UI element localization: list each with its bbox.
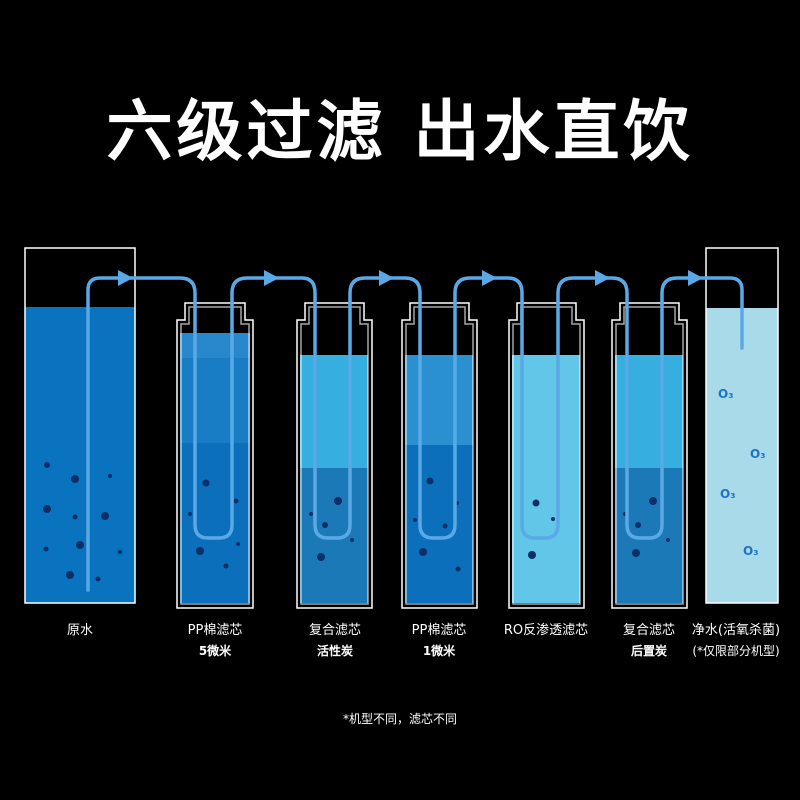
flow-arrows [118,270,703,286]
stage-name: 原水 [66,623,93,638]
stage-label-pure-water: 净水(活氧杀菌) (*仅限部分机型) [672,621,800,661]
stage-label-raw-water: 原水 [15,621,145,641]
stage-label-pp-1um: PP棉滤芯 1微米 [374,621,504,661]
stage-name: RO反渗透滤芯 [503,623,589,638]
filter-pp-5um [180,333,250,603]
filter-post-carbon [615,355,683,603]
filter-housings [176,302,688,609]
stage-sub: 后置炭 [630,644,667,658]
water-pipes [86,276,744,592]
stage-name: PP棉滤芯 [411,623,467,638]
impurity-dots [43,462,122,582]
ozone-label: O₃ [720,487,735,501]
pure-water-tank [705,247,779,604]
stage-name: 复合滤芯 [622,623,675,638]
ozone-label: O₃ [743,544,758,558]
stage-name: 复合滤芯 [308,623,361,638]
ozone-labels: O₃ O₃ O₃ O₃ [718,387,765,558]
stage-label-ro: RO反渗透滤芯 [481,621,611,641]
stage-sub: 活性炭 [316,644,353,658]
stage-sub: (*仅限部分机型) [692,644,780,658]
stage-label-post-carbon: 复合滤芯 后置炭 [584,621,714,661]
filter-composite-carbon [300,355,368,603]
filter-pp-1um [405,355,473,603]
stage-label-pp-5um: PP棉滤芯 5微米 [150,621,280,661]
ozone-label: O₃ [750,447,765,461]
raw-water-tank [24,247,136,604]
stage-sub: 1微米 [422,644,456,658]
raw-water-fill [25,307,135,603]
stage-sub: 5微米 [198,644,232,658]
page-title: 六级过滤 出水直饮 [106,93,694,170]
ozone-label: O₃ [718,387,733,401]
stage-name: PP棉滤芯 [187,623,243,638]
footnote: *机型不同，滤芯不同 [342,712,457,726]
stage-name: 净水(活氧杀菌) [691,623,781,638]
stage-label-composite-carbon: 复合滤芯 活性炭 [270,621,400,661]
